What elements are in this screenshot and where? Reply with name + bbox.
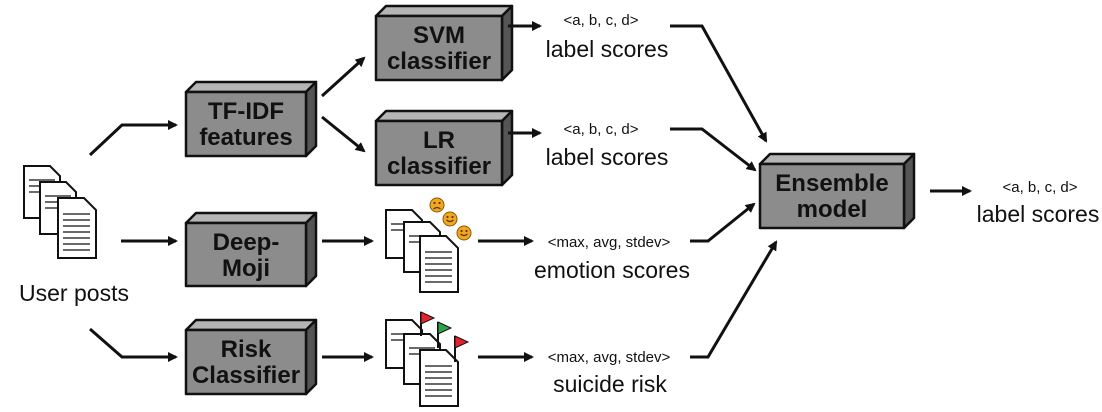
flag-icon bbox=[437, 321, 453, 348]
arrow-lr-output-to-ensemble bbox=[670, 127, 757, 172]
deepmoji-box-line2: Moji bbox=[222, 255, 270, 282]
svm-output: <a, b, c, d> label scores bbox=[546, 12, 669, 62]
risk-box: Risk Classifier bbox=[184, 318, 318, 396]
deepmoji-output: <max, avg, stdev> emotion scores bbox=[534, 234, 690, 283]
arrow-posts-to-risk bbox=[89, 327, 178, 362]
risk-output: <max, avg, stdev> suicide risk bbox=[548, 349, 671, 397]
arrow-posts-to-tfidf bbox=[88, 120, 178, 157]
ensemble-output-vector: <a, b, c, d> bbox=[1002, 179, 1077, 196]
emoji-face-icon bbox=[429, 197, 445, 213]
svm-output-vector: <a, b, c, d> bbox=[563, 12, 638, 29]
deepmoji-output-vector: <max, avg, stdev> bbox=[548, 234, 671, 251]
flag-document-stack bbox=[385, 311, 470, 407]
lr-box: LR classifier bbox=[374, 109, 514, 187]
emoji-face-icon bbox=[442, 211, 458, 227]
flag-icon bbox=[420, 311, 436, 336]
tfidf-box-line1: TF-IDF bbox=[208, 98, 284, 125]
risk-output-label: suicide risk bbox=[553, 371, 667, 397]
risk-box-line1: Risk bbox=[221, 336, 272, 363]
risk-output-vector: <max, avg, stdev> bbox=[548, 349, 671, 366]
document-stack-icon bbox=[385, 209, 459, 293]
deepmoji-output-label: emotion scores bbox=[534, 257, 690, 283]
tfidf-box: TF-IDF features bbox=[184, 80, 318, 158]
user-posts-label: User posts bbox=[19, 280, 129, 306]
arrow-tfidf-to-svm bbox=[320, 56, 366, 98]
lr-box-line2: classifier bbox=[387, 153, 491, 180]
ensemble-output: <a, b, c, d> label scores bbox=[977, 179, 1100, 227]
lr-output-vector: <a, b, c, d> bbox=[563, 121, 638, 138]
arrow-deepmoji-output-to-ensemble bbox=[690, 202, 756, 243]
svm-box-line2: classifier bbox=[387, 48, 491, 75]
arrow-tfidf-to-lr bbox=[321, 115, 366, 153]
arrow-risk-output-to-ensemble bbox=[690, 240, 778, 359]
flag-icon bbox=[454, 335, 470, 362]
emoji-document-stack bbox=[385, 197, 472, 293]
lr-output-label: label scores bbox=[546, 144, 669, 170]
svm-output-label: label scores bbox=[546, 36, 669, 62]
tfidf-box-line2: features bbox=[199, 124, 292, 151]
arrows bbox=[88, 21, 972, 362]
document-stack-icon bbox=[23, 165, 97, 259]
deepmoji-box: Deep- Moji bbox=[184, 211, 318, 288]
emoji-face-icon bbox=[456, 225, 472, 241]
arrow-svm-output-to-ensemble bbox=[670, 24, 768, 143]
svm-box-line1: SVM bbox=[413, 22, 465, 49]
ensemble-box: Ensemble model bbox=[758, 152, 916, 230]
document-stack-icon bbox=[385, 319, 459, 407]
ensemble-box-line2: model bbox=[797, 196, 868, 223]
deepmoji-box-line1: Deep- bbox=[213, 229, 280, 256]
svm-box: SVM classifier bbox=[374, 4, 514, 82]
lr-output: <a, b, c, d> label scores bbox=[546, 121, 669, 170]
risk-box-line2: Classifier bbox=[192, 362, 300, 389]
lr-box-line1: LR bbox=[423, 127, 455, 154]
ensemble-output-label: label scores bbox=[977, 201, 1100, 227]
ensemble-box-line1: Ensemble bbox=[775, 170, 888, 197]
